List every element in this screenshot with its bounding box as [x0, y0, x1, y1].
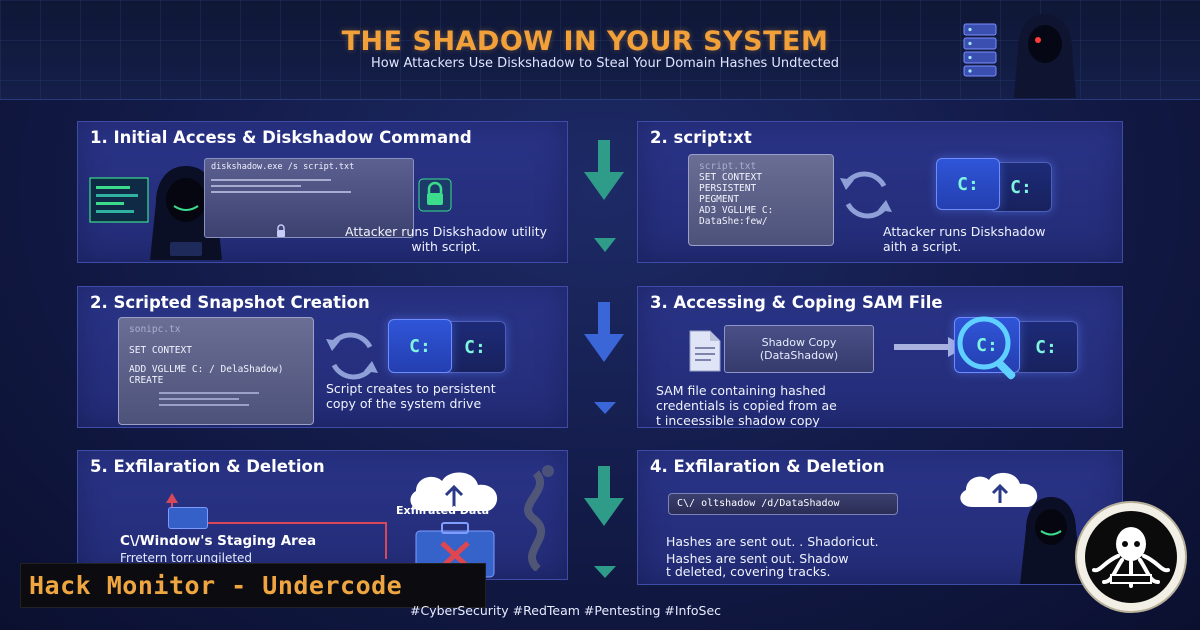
caption-line-1: Attacker runs Diskshadow	[883, 224, 1046, 239]
flow-arrow-down-1	[584, 140, 624, 200]
magnifier-icon	[957, 316, 1016, 380]
refresh-cycle-icon	[326, 332, 378, 380]
panel-sam-copy: 3. Accessing & Coping SAM File Shadow Co…	[637, 286, 1123, 428]
small-lock-icon	[277, 224, 285, 237]
command-window-text: diskshadow.exe /s script.txt	[211, 162, 355, 172]
cloud-upload-icon	[410, 472, 498, 511]
script-header: sonipc.tx	[129, 324, 181, 335]
header-grid	[0, 0, 1200, 99]
panel-caption: SAM file containing hashed credentials i…	[656, 383, 837, 428]
flow-arrow-down-3	[584, 466, 624, 526]
script-line-3: PEGMENT	[699, 194, 740, 205]
script-line-4: AD3 VGLLME C:	[699, 205, 774, 216]
shadow-copy-line-2: (DataShadow)	[759, 349, 839, 362]
hooded-hacker-icon	[1020, 497, 1082, 584]
script-file-box: script.txt SET CONTEXT PERSISTENT PEGMEN…	[688, 154, 834, 246]
flow-arrow-small-3	[594, 566, 616, 578]
cloud-label: Exfilrated Data	[396, 504, 490, 517]
delete-command-box: C\/ oltshadow /d/DataShadow	[668, 493, 898, 515]
caption-line-3: t inceessible shadow copy	[656, 413, 820, 428]
smoke-icon	[524, 465, 554, 571]
caption-line-2: aith a script.	[883, 239, 962, 254]
drive-front-icon: C:	[936, 158, 1000, 210]
shadow-copy-box: Shadow Copy (DataShadow)	[724, 325, 874, 373]
brand-banner: Hack Monitor - Undercode	[20, 563, 486, 608]
panel-title: 4. Exfilaration & Deletion	[650, 457, 885, 476]
panel-title: 2. script:xt	[650, 128, 752, 147]
drive-back-icon: C:	[444, 321, 506, 373]
script-line-3: CREATE	[129, 375, 164, 386]
caption-line-2: Hashes are sent out. Shadow	[666, 551, 849, 566]
panel-script: 2. script:xt script.txt SET CONTEXT PERS…	[637, 121, 1123, 263]
caption-line-2: with script.	[411, 239, 481, 254]
panel-caption: Hashes are sent out. . Shadoricut. Hashe…	[666, 535, 879, 578]
server-rack-icon	[963, 23, 997, 77]
staging-area-sub: Frretern torr.ungileted	[120, 551, 253, 565]
script-line-2: ADD VGLLME C: / DelaShadow)	[129, 364, 284, 375]
script-line-1: SET CONTEXT	[699, 172, 762, 183]
script-line-1: SET CONTEXT	[129, 345, 192, 356]
padlock-icon	[418, 178, 452, 212]
shadow-copy-line-1: Shadow Copy	[761, 336, 837, 349]
page-subtitle: How Attackers Use Diskshadow to Steal Yo…	[370, 56, 840, 71]
caption-line-1: Attacker runs Diskshadow utility	[345, 224, 547, 239]
drive-back-icon: C:	[990, 162, 1052, 212]
staging-folder-icon	[168, 507, 208, 529]
flow-arrow-small-1	[594, 238, 616, 252]
panel-caption: Script creates to persistent copy of the…	[326, 381, 496, 411]
octopus-logo-badge	[1075, 501, 1187, 613]
panel-title: 3. Accessing & Coping SAM File	[650, 293, 943, 312]
caption-line-1: Hashes are sent out. . Shadoricut.	[666, 534, 879, 549]
panel-exfiltration-right: 4. Exfilaration & Deletion C\/ oltshadow…	[637, 450, 1123, 585]
refresh-cycle-icon	[840, 171, 892, 219]
drive-back-icon: C:	[1014, 321, 1078, 373]
hashtags: #CyberSecurity #RedTeam #Pentesting #Inf…	[410, 603, 722, 618]
panel-caption: Attacker runs Diskshadow aith a script.	[883, 224, 1045, 254]
panel-title: 5. Exfilaration & Deletion	[90, 457, 325, 476]
panel-title: 2. Scripted Snapshot Creation	[90, 293, 370, 312]
panel-initial-access: 1. Initial Access & Diskshadow Command d…	[77, 121, 568, 263]
page-title: THE SHADOW IN YOUR SYSTEM	[341, 26, 829, 57]
flow-arrow-down-2	[584, 302, 624, 362]
caption-line-1: Script creates to persistent	[326, 381, 496, 396]
flow-arrow-small-2	[594, 402, 616, 414]
command-window: diskshadow.exe /s script.txt	[204, 158, 414, 238]
panel-exfiltration-left: 5. Exfilaration & Deletion C\/Window's S…	[77, 450, 568, 580]
cloud-upload-icon	[960, 472, 1038, 507]
script-line-2: PERSISTENT	[699, 183, 757, 194]
panel-snapshot: 2. Scripted Snapshot Creation sonipc.tx …	[77, 286, 568, 428]
panel-caption: Attacker runs Diskshadow utility with sc…	[326, 224, 566, 254]
brand-text: Hack Monitor - Undercode	[29, 571, 403, 600]
caption-line-3: t deleted, covering tracks.	[666, 564, 831, 579]
staging-area-label: C\/Window's Staging Area	[120, 533, 317, 549]
hooded-hacker-icon	[1014, 14, 1076, 98]
caption-line-1: SAM file containing hashed	[656, 383, 826, 398]
caption-line-2: copy of the system drive	[326, 396, 482, 411]
document-icon	[689, 330, 721, 372]
header-band: THE SHADOW IN YOUR SYSTEM How Attackers …	[0, 0, 1200, 100]
script-header: script.txt	[699, 161, 757, 172]
drive-front-icon: C:	[388, 319, 452, 373]
script-file-box: sonipc.tx SET CONTEXT ADD VGLLME C: / De…	[118, 317, 314, 425]
caption-line-2: credentials is copied from ae	[656, 398, 837, 413]
panel-title: 1. Initial Access & Diskshadow Command	[90, 128, 472, 147]
script-line-5: DataShe:few/	[699, 216, 768, 227]
